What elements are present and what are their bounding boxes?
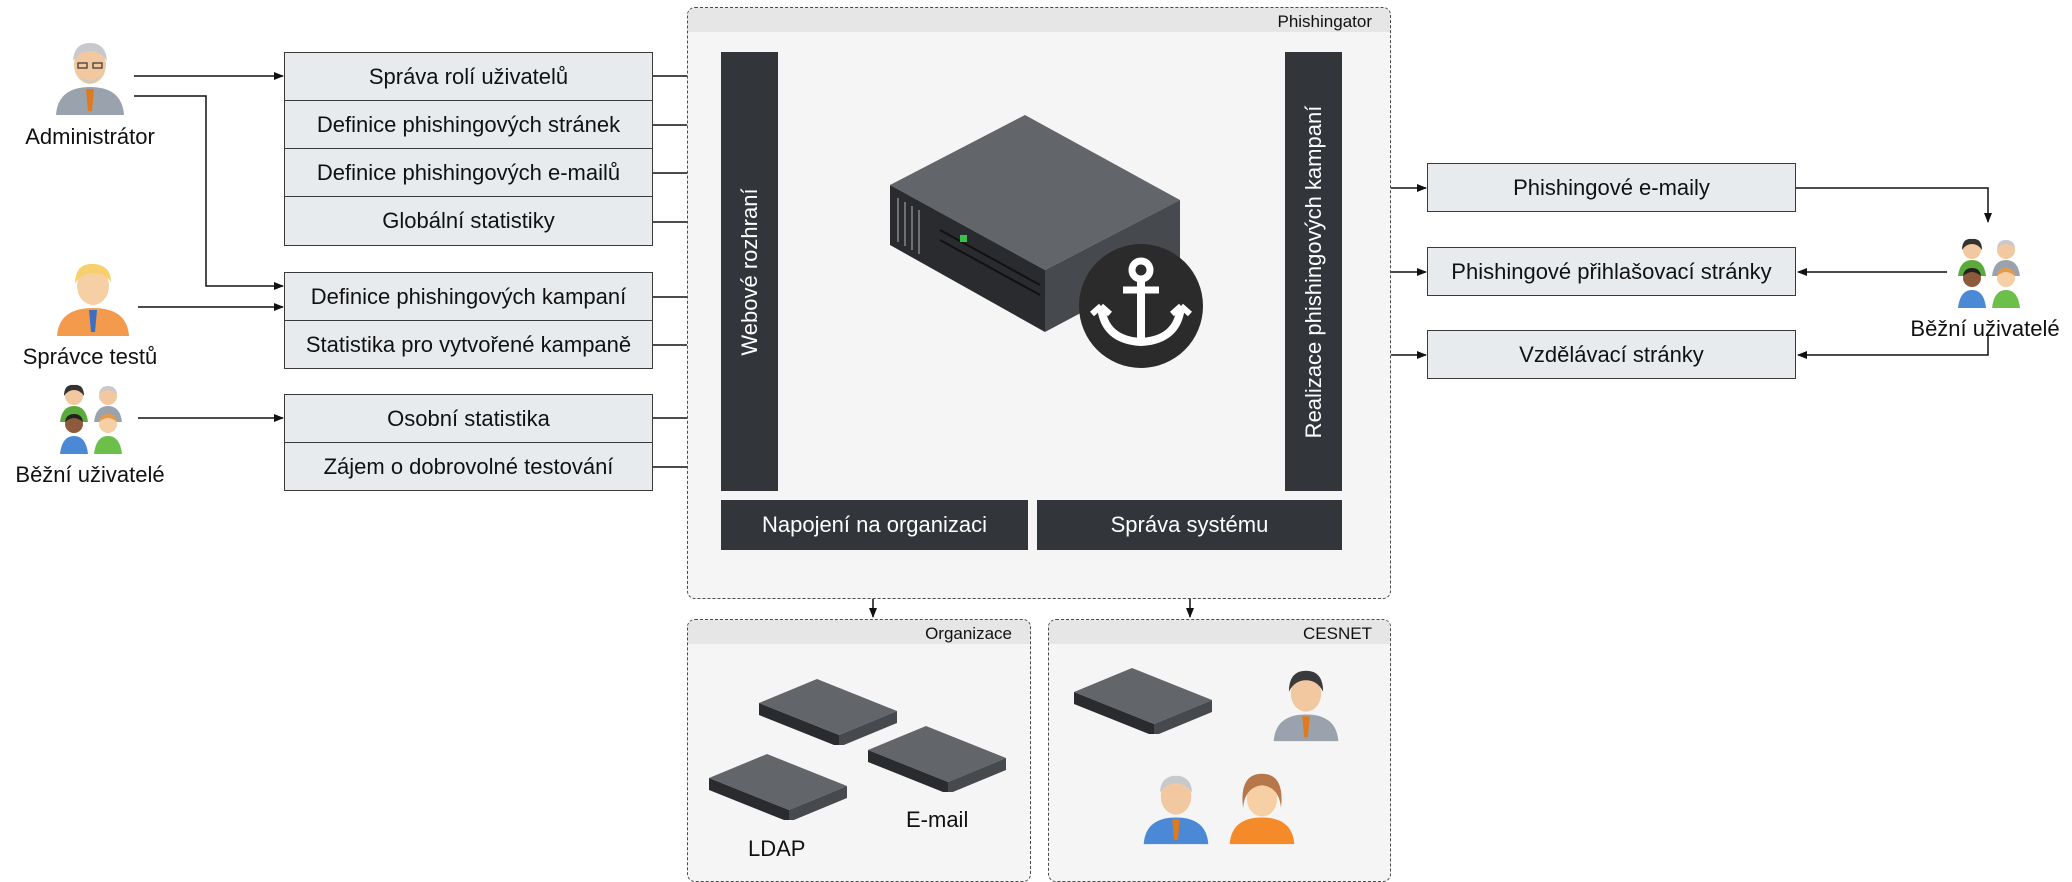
server-icon	[868, 726, 1006, 792]
function-box-phishing-pages: Definice phishingových stránek	[284, 100, 653, 149]
person-icon	[56, 43, 124, 115]
org-connection-box: Napojení na organizaci	[721, 500, 1028, 550]
function-box-role-management: Správa rolí uživatelů	[284, 52, 653, 101]
campaign-execution-label: Realizace phishingových kampaní	[1300, 105, 1326, 438]
system-admin-box: Správa systému	[1037, 500, 1342, 550]
anchor-icon	[1079, 244, 1203, 368]
organizace-group-header	[688, 620, 1030, 644]
server-icon	[1074, 668, 1212, 734]
person-icon	[1143, 775, 1209, 845]
phishingator-group-header	[688, 8, 1390, 32]
campaign-execution-bar: Realizace phishingových kampaní	[1285, 52, 1342, 491]
function-box-voluntary-testing: Zájem o dobrovolné testování	[284, 442, 653, 491]
function-box-global-stats: Globální statistiky	[284, 196, 653, 246]
function-box-campaign-stats: Statistika pro vytvořené kampaně	[284, 320, 653, 369]
cesnet-group-label: CESNET	[1303, 624, 1372, 643]
cesnet-group-header	[1049, 620, 1390, 644]
person-icon	[57, 263, 129, 336]
cesnet-group: CESNET	[1048, 619, 1391, 882]
person-icon	[1273, 670, 1339, 742]
function-box-phishing-emails: Definice phishingových e-mailů	[284, 148, 653, 197]
user-group-icon	[1958, 238, 2020, 308]
administrator-label: Administrátor	[25, 124, 155, 149]
person-icon	[1229, 773, 1295, 845]
connector-users-edu	[1797, 336, 1989, 359]
server-icon	[759, 679, 897, 745]
email-server-label: E-mail	[906, 807, 969, 832]
bezni-uzivatele-left-label: Běžní uživatelé	[15, 462, 165, 487]
ldap-label: LDAP	[748, 836, 806, 861]
function-box-phishing-campaigns: Definice phishingových kampaní	[284, 272, 653, 321]
bezni-uzivatele-right-label: Běžní uživatelé	[1910, 316, 2060, 341]
output-box-login-pages: Phishingové přihlašovací stránky	[1427, 247, 1796, 296]
output-box-education-pages: Vzdělávací stránky	[1427, 330, 1796, 379]
function-box-personal-stats: Osobní statistika	[284, 394, 653, 443]
connector-emails-users	[1796, 187, 1992, 223]
output-box-phishing-emails: Phishingové e-maily	[1427, 163, 1796, 212]
server-icon	[709, 754, 847, 820]
organizace-group-label: Organizace	[925, 624, 1012, 643]
web-interface-label: Webové rozhraní	[736, 187, 762, 356]
connector-admin-campaigns	[134, 95, 284, 290]
user-group-icon	[60, 384, 122, 454]
spravce-testu-label: Správce testů	[22, 344, 158, 369]
phishingator-group-label: Phishingator	[1277, 12, 1372, 31]
web-interface-bar: Webové rozhraní	[721, 52, 778, 491]
